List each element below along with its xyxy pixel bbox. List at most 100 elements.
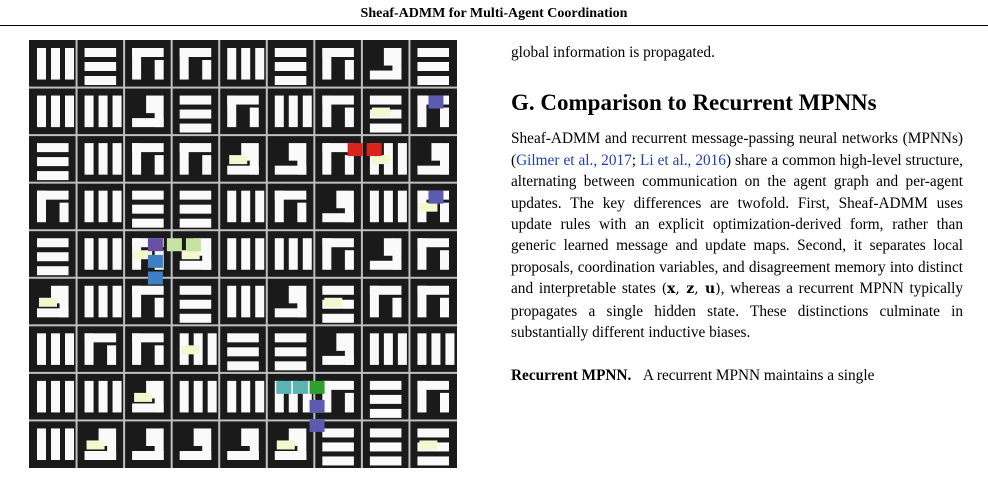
maze-corridor xyxy=(227,285,237,318)
maze-corridor xyxy=(274,76,307,85)
agent-trail xyxy=(181,345,200,355)
maze-corridor xyxy=(322,355,354,365)
maze-corridor xyxy=(179,143,189,175)
maze-corridor xyxy=(227,361,259,371)
maze-corridor xyxy=(227,95,259,105)
maze-corridor xyxy=(37,48,46,80)
agent-trail xyxy=(39,297,57,307)
maze-corridor xyxy=(417,456,449,466)
maze-grid-line xyxy=(265,40,268,468)
maze-corridor xyxy=(322,285,354,295)
maze-grid-line xyxy=(408,40,411,468)
maze-corridor xyxy=(417,62,449,71)
maze-corridor xyxy=(241,380,251,413)
maze-corridor xyxy=(417,428,449,438)
maze-corridor xyxy=(297,202,307,223)
maze-corridor xyxy=(59,285,69,318)
maze-corridor xyxy=(288,380,298,413)
maze-corridor xyxy=(322,442,354,452)
maze-corridor xyxy=(98,95,108,128)
maze-corridor xyxy=(84,380,94,413)
maze-corridor xyxy=(383,48,393,66)
maze-corridor xyxy=(37,157,69,167)
paragraph-text-b: ) share a common high-level structure, a… xyxy=(511,151,964,298)
maze-corridor xyxy=(132,285,164,295)
maze-figure xyxy=(29,40,457,468)
maze-corridor xyxy=(417,285,449,295)
agent-trail xyxy=(181,250,200,260)
maze-corridor xyxy=(154,60,164,80)
maze-corridor xyxy=(383,238,393,256)
agent-marker xyxy=(276,380,292,394)
paragraph-recurrent-body: A recurrent MPNN maintains a single xyxy=(642,367,875,385)
maze-corridor xyxy=(288,285,298,304)
maze-corridor xyxy=(154,345,164,365)
continuation-text: global information is propagated. xyxy=(511,44,715,61)
maze-corridor xyxy=(274,333,307,343)
maze-corridor xyxy=(37,143,69,153)
maze-corridor xyxy=(154,428,164,460)
maze-corridor xyxy=(179,48,189,80)
maze-corridor xyxy=(154,380,164,413)
maze-corridor xyxy=(112,285,122,318)
agent-trail xyxy=(86,440,105,450)
maze-corridor xyxy=(227,95,237,128)
maze-corridor xyxy=(132,333,164,343)
agent-trail xyxy=(324,297,343,307)
maze-corridor xyxy=(146,380,156,399)
citation-li[interactable]: Li et al., 2016 xyxy=(640,151,726,169)
citation-gilmer[interactable]: Gilmer et al., 2017 xyxy=(516,151,632,169)
maze-corridor xyxy=(369,380,402,390)
maze-corridor xyxy=(274,347,307,357)
maze-corridor xyxy=(37,380,46,413)
maze-corridor xyxy=(249,428,259,460)
maze-corridor xyxy=(227,380,237,413)
maze-corridor xyxy=(37,252,69,262)
maze-corridor xyxy=(241,143,251,161)
agent-marker xyxy=(366,143,382,157)
maze-corridor xyxy=(98,238,108,270)
maze-corridor xyxy=(274,238,284,270)
maze-corridor xyxy=(84,62,117,71)
maze-corridor xyxy=(107,345,117,365)
agent-marker xyxy=(347,143,363,157)
maze-corridor xyxy=(179,218,212,228)
maze-grid-line xyxy=(29,324,457,327)
maze-corridor xyxy=(132,403,164,413)
maze-corridor xyxy=(297,143,307,175)
maze-corridor xyxy=(417,380,449,390)
maze-corridor xyxy=(241,285,251,318)
maze-corridor xyxy=(274,451,307,460)
maze-corridor xyxy=(112,95,122,128)
paragraph-text-c: , whereas a recurrent MPNN typically pro… xyxy=(511,280,964,342)
agent-marker xyxy=(147,271,163,285)
maze-corridor xyxy=(322,313,354,323)
maze-corridor xyxy=(207,380,217,413)
maze-corridor xyxy=(440,250,449,270)
maze-corridor xyxy=(344,333,354,365)
agent-trail xyxy=(134,250,153,260)
maze-corridor xyxy=(98,285,108,318)
agent-trail xyxy=(229,155,248,165)
maze-corridor xyxy=(322,238,332,270)
maze-corridor xyxy=(440,202,449,223)
math-states: (x, z, u) xyxy=(661,281,721,298)
maze-corridor xyxy=(51,285,60,304)
maze-corridor xyxy=(369,456,402,466)
maze-corridor xyxy=(132,285,142,318)
maze-grid-line xyxy=(360,40,363,468)
maze-corridor xyxy=(84,238,94,270)
maze-corridor xyxy=(37,190,69,200)
agent-trail xyxy=(134,392,153,402)
maze-corridor xyxy=(255,380,265,413)
maze-corridor xyxy=(51,380,60,413)
maze-corridor xyxy=(202,155,212,175)
maze-corridor xyxy=(65,48,74,80)
maze-corridor xyxy=(322,213,354,223)
maze-corridor xyxy=(37,238,69,248)
agent-marker xyxy=(292,380,308,394)
maze-corridor xyxy=(274,165,307,175)
maze-corridor xyxy=(274,361,307,371)
maze-corridor xyxy=(255,48,265,80)
running-head: Sheaf-ADMM for Multi-Agent Coordination xyxy=(360,6,628,21)
